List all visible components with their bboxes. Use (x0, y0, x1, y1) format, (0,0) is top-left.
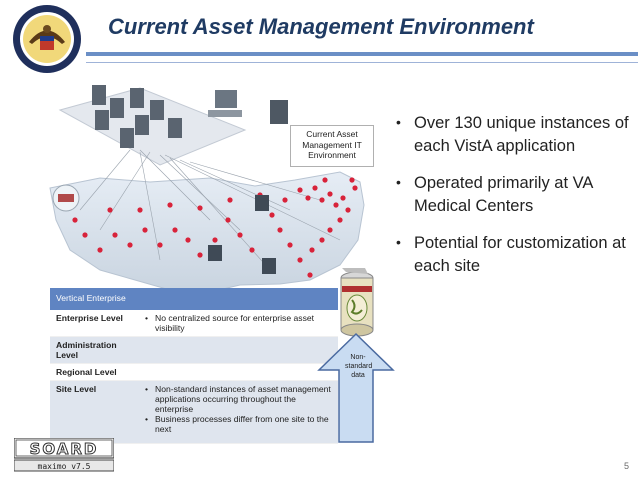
arrow-label-line: standard (345, 363, 373, 370)
asset-network-diagram (49, 85, 365, 290)
title-rule (86, 52, 638, 56)
table-row: Administration Level (50, 337, 338, 364)
bullet-item: Operated primarily at VA Medical Centers (392, 171, 632, 218)
non-standard-data-label: Non- standard data (345, 353, 373, 380)
caption-line: Management IT (302, 139, 362, 150)
soard-maximo-logo: SOARD maximo v7.5 (14, 438, 114, 472)
caption-line: Environment (308, 150, 356, 160)
level-point: No centralized source for enterprise ass… (145, 313, 334, 333)
level-label: Regional Level (56, 367, 117, 377)
table-header: Vertical Enterprise (50, 288, 338, 310)
slide-title: Current Asset Management Environment (108, 14, 534, 39)
can-of-worms-icon (340, 268, 374, 337)
table-row: Regional Level (50, 364, 338, 381)
table-row: Enterprise Level No centralized source f… (50, 310, 338, 337)
soard-logo-text: SOARD (30, 440, 99, 458)
level-point: Non-standard instances of asset manageme… (145, 384, 334, 414)
page-number: 5 (623, 461, 629, 471)
title-rule-thin (86, 62, 638, 63)
level-label: Site Level (56, 384, 97, 394)
bullet-item: Potential for customization at each site (392, 231, 632, 278)
vertical-enterprise-table: Vertical Enterprise Enterprise Level No … (50, 288, 338, 444)
bullet-list: Over 130 unique instances of each VistA … (392, 111, 632, 292)
caption-line: Current Asset (306, 129, 358, 139)
level-label: Enterprise Level (56, 313, 123, 323)
va-seal-logo (13, 5, 81, 73)
table-row: Site Level Non-standard instances of ass… (50, 381, 338, 444)
arrow-label-line: data (351, 372, 365, 379)
arrow-label-line: Non- (350, 354, 366, 361)
up-arrow-icon (317, 332, 395, 443)
level-point: Business processes differ from one site … (145, 414, 334, 434)
level-label: Administration Level (56, 340, 117, 360)
bullet-item: Over 130 unique instances of each VistA … (392, 111, 632, 158)
diagram-caption: Current Asset Management IT Environment (290, 125, 374, 167)
maximo-version-text: maximo v7.5 (38, 462, 91, 471)
